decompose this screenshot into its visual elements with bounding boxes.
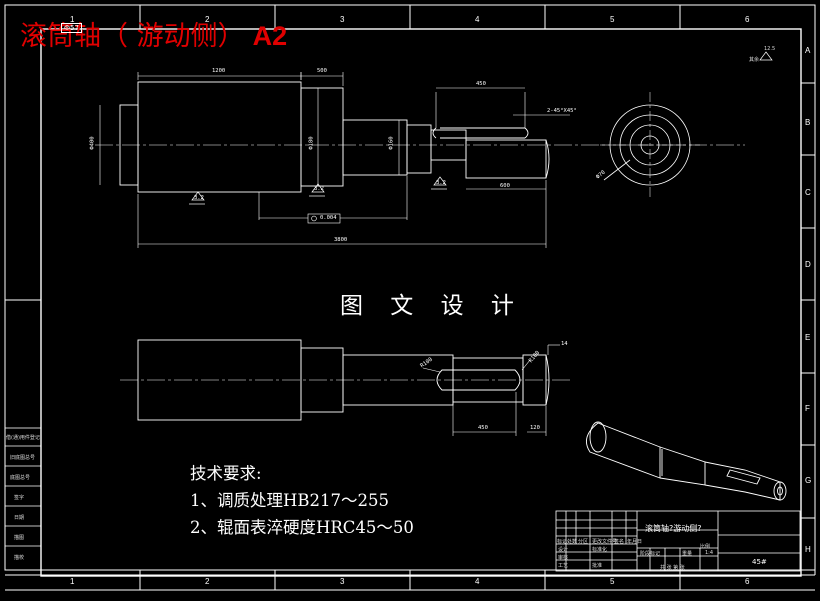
zone-col-3-top: 3 [340,15,345,24]
side-label-5: 描图 [14,535,25,541]
zone-ticks [5,5,815,591]
dim-journal-dia-2: Ф160 [388,136,395,150]
zone-row-d: D [805,260,811,269]
zone-row-c: C [805,188,811,197]
side-label-3: 签字 [14,495,25,501]
zone-col-6: 6 [745,577,750,586]
zone-row-e: E [805,333,811,342]
side-label-0: 借(通)用件登记 [6,435,40,441]
tb-mark-label: 标记 [557,539,568,545]
zone-col-6-top: 6 [745,15,750,24]
inner-frame [40,28,802,577]
tb-check-label: 审核 [558,555,569,561]
title-main: 滚筒轴（ 游动侧） [20,21,245,52]
tb-change-label: 更改文件号 [592,539,618,545]
tb-zone-label: 分区 [578,539,589,545]
drawing-title: 滚筒轴（ 游动侧）A2 [20,20,287,53]
technical-requirements: 技术要求: 1、调质处理HB217～255 2、辊面表淬硬度HRC45～50 [190,460,414,541]
tb-process-label: 工艺 [558,563,569,569]
roughness-marks [189,51,773,205]
section-dimension-lines [422,344,560,436]
dim-section-key-length: 450 [478,425,488,431]
dim-keyway-length: 450 [476,81,486,87]
dim-body-dia: Ф400 [89,136,96,150]
side-label-1: 旧底图总号 [10,455,36,461]
roughness-mark-2: 3.2 [314,186,324,192]
tb-design-label: 设计 [558,547,569,553]
roughness-mark-3: 3.2 [436,180,446,186]
dim-end-length: 600 [500,183,510,189]
zone-row-h: H [805,545,811,554]
side-panel-grid [4,427,42,571]
zone-col-4: 4 [475,577,480,586]
side-label-2: 底图总号 [10,475,31,481]
corner-roughness-value: 12.5 [764,46,776,52]
corner-roughness-label: 其余 [749,57,760,63]
zone-row-f: F [805,404,810,413]
zone-row-b: B [805,118,811,127]
shaft-end-view [600,92,700,198]
center-title: 图 文 设 计 [340,293,524,319]
tb-part-name: 滚筒轴?游动侧? [645,524,702,533]
chamfer-note: 2-45°X45° [547,108,577,114]
side-label-6: 描校 [14,555,25,561]
zone-row-a: A [805,46,811,55]
dim-body-length: 1200 [212,68,226,74]
tech-item-2: 2、辊面表淬硬度HRC45～50 [190,518,414,537]
zone-col-4-top: 4 [475,15,480,24]
title-block-grid [555,510,801,572]
dim-journal-dia-1: Ф180 [308,136,315,150]
zone-col-1: 1 [70,577,75,586]
dim-keyway-width: 14 [561,341,568,347]
side-label-4: 日期 [14,515,25,521]
zone-col-5: 5 [610,577,615,586]
tb-count-label: 处数 [567,539,578,545]
dim-overall-length: 3800 [334,237,348,243]
dim-step-length: 500 [317,68,327,74]
runout-frame [307,213,341,224]
tb-ratio-label: 比例 [700,544,711,550]
tb-approve-label: 批准 [592,563,603,569]
tb-sign-label: 签名 [614,539,625,545]
tech-heading: 技术要求: [190,464,262,483]
zone-col-5-top: 5 [610,15,615,24]
tb-material: 45# [752,558,767,566]
shaft-front-view [95,81,745,193]
tb-sheet-label: 共 张 第 张 [660,565,685,571]
zone-col-3: 3 [340,577,345,586]
tb-std-label: 标准化 [592,547,608,553]
tb-stage-label: 阶段标记 [640,551,661,557]
zone-col-2-top: 2 [205,15,210,24]
zone-col-2: 2 [205,577,210,586]
title-suffix: A2 [252,21,288,51]
isometric-shaft [585,421,787,501]
tb-date-label: 年月日 [627,539,643,545]
tb-weight-label: 重量 [682,551,693,557]
tech-item-1: 1、调质处理HB217～255 [190,491,389,510]
zone-col-1-top: 1 [70,15,75,24]
tb-scale: 1:4 [705,550,714,556]
corner-stamp: Ф57 [61,23,82,33]
roughness-mark-1: 3.2 [194,195,204,201]
dim-section-end-length: 120 [530,425,540,431]
shaft-section-view [120,339,570,421]
runout-value: 0.004 [320,215,337,221]
zone-row-g: G [805,476,812,485]
